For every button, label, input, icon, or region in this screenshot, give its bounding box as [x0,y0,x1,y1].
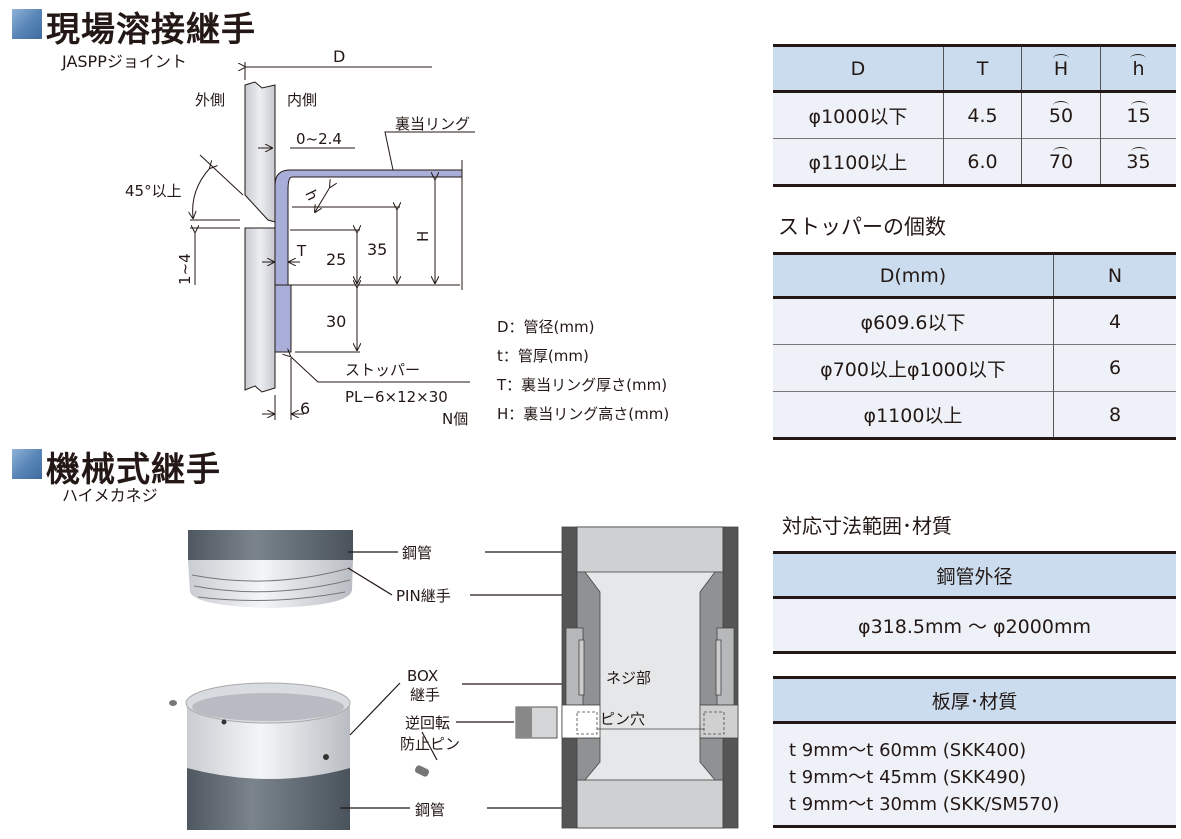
label-H: H [414,231,432,242]
header-thickness-material: 板厚･材質 [773,677,1176,724]
label-ring: 裏当リング [395,115,470,133]
cell-D: φ1000以下 [773,91,944,139]
section1-title: 現場溶接継手 [46,10,256,50]
mechanical-joint-illustration [169,530,430,830]
cell-outer-diameter: φ318.5mm 〜 φ2000mm [773,597,1176,653]
label-h: h [301,187,321,203]
label-25: 25 [326,250,346,269]
backing-ring-table: D T H h φ1000以下 4.5 50 15 φ1100以上 6.0 70… [773,44,1176,187]
cross-section-diagram [561,526,739,829]
pipe-wall-lower [244,227,276,393]
material-row: t 9mm〜t 30mm (SKK/SM570) [789,794,1060,815]
cell-D: φ1100以上 [773,138,944,186]
cell-h: 35 [1126,146,1151,173]
cell-N: 4 [1053,297,1176,345]
material-row: t 9mm〜t 45mm (SKK490) [789,767,1027,788]
table-row: φ318.5mm 〜 φ2000mm [773,597,1176,653]
table-row: φ1000以下 4.5 50 15 [773,91,1176,139]
label-D: D [333,47,345,66]
label-box-1: BOX [407,667,438,685]
leader-lines [340,551,603,809]
label-antirotation-2: 防止ピン [400,735,460,753]
label-pin-joint: PIN継手 [396,587,451,605]
label-pin-hole: ピン穴 [600,710,645,728]
material-row: t 9mm〜t 60mm (SKK400) [789,740,1027,761]
section-marker-icon [12,449,42,479]
header-N: N [1053,253,1176,299]
label-6: 6 [300,399,310,418]
label-gap: 0~2.4 [296,130,342,148]
table-row: φ1100以上 6.0 70 35 [773,138,1176,186]
label-stopper-count: N個 [442,410,468,428]
label-T: T [296,242,307,260]
header-D: D [773,45,944,93]
label-angle: 45°以上 [125,182,182,200]
cell-H: 50 [1048,100,1074,127]
stopper-plate [274,284,292,353]
mechanical-joint-labels: 鋼管 PIN継手 BOX 継手 逆回転 防止ピン 鋼管 ネジ部 ピン穴 [396,544,651,819]
label-35: 35 [367,240,387,259]
anti-rotation-pin-detail [515,706,558,739]
label-pipe-bottom: 鋼管 [415,801,445,819]
cell-H: 70 [1048,146,1074,173]
label-root-gap: 1~4 [176,253,194,285]
cell-diameter: φ1100以上 [773,391,1054,439]
stopper-count-heading: ストッパーの個数 [778,215,946,239]
section2-subtitle: ハイメカネジ [62,486,158,505]
label-thread: ネジ部 [606,669,651,687]
thickness-material-table: 板厚･材質 t 9mm〜t 60mm (SKK400) t 9mm〜t 45mm… [773,676,1176,828]
label-stopper: ストッパー [345,361,420,379]
label-inside: 内側 [287,91,317,109]
header-diameter: D(mm) [773,253,1054,299]
label-antirotation-1: 逆回転 [405,714,450,732]
cell-N: 8 [1053,391,1176,439]
outer-diameter-table: 鋼管外径 φ318.5mm 〜 φ2000mm [773,551,1176,654]
legend-D: D：管径(mm) [497,318,594,336]
pipe-wall-upper [244,81,276,223]
label-pipe-top: 鋼管 [402,544,432,562]
legend-t: t：管厚(mm) [497,347,589,365]
header-T: T [943,45,1022,93]
cell-N: 6 [1053,344,1176,392]
section2-title: 機械式継手 [46,450,221,490]
section1-subtitle: JASPPジョイント [62,52,187,71]
label-stopper-spec: PL−6×12×30 [345,388,448,406]
header-outer-diameter: 鋼管外径 [773,552,1176,599]
cell-diameter: φ609.6以下 [773,297,1054,345]
backing-ring [274,169,463,286]
label-box-2: 継手 [410,686,440,704]
cell-diameter: φ700以上φ1000以下 [773,344,1054,392]
legend-T: T：裏当リング厚さ(mm) [496,376,667,394]
weld-joint-labels: D 外側 内側 0~2.4 裏当リング 45°以上 1~4 T h H 25 3… [125,47,669,428]
header-h: h [1130,53,1147,80]
label-outside: 外側 [195,91,225,109]
section-marker-icon [12,9,42,39]
cell-T: 6.0 [943,138,1022,186]
label-30: 30 [326,312,346,331]
weld-joint-diagram [190,62,475,420]
range-heading: 対応寸法範囲･材質 [782,514,952,538]
cell-h: 15 [1126,100,1151,127]
header-H: H [1052,53,1070,80]
cell-T: 4.5 [943,91,1022,139]
legend-H: H：裏当リング高さ(mm) [497,405,669,423]
